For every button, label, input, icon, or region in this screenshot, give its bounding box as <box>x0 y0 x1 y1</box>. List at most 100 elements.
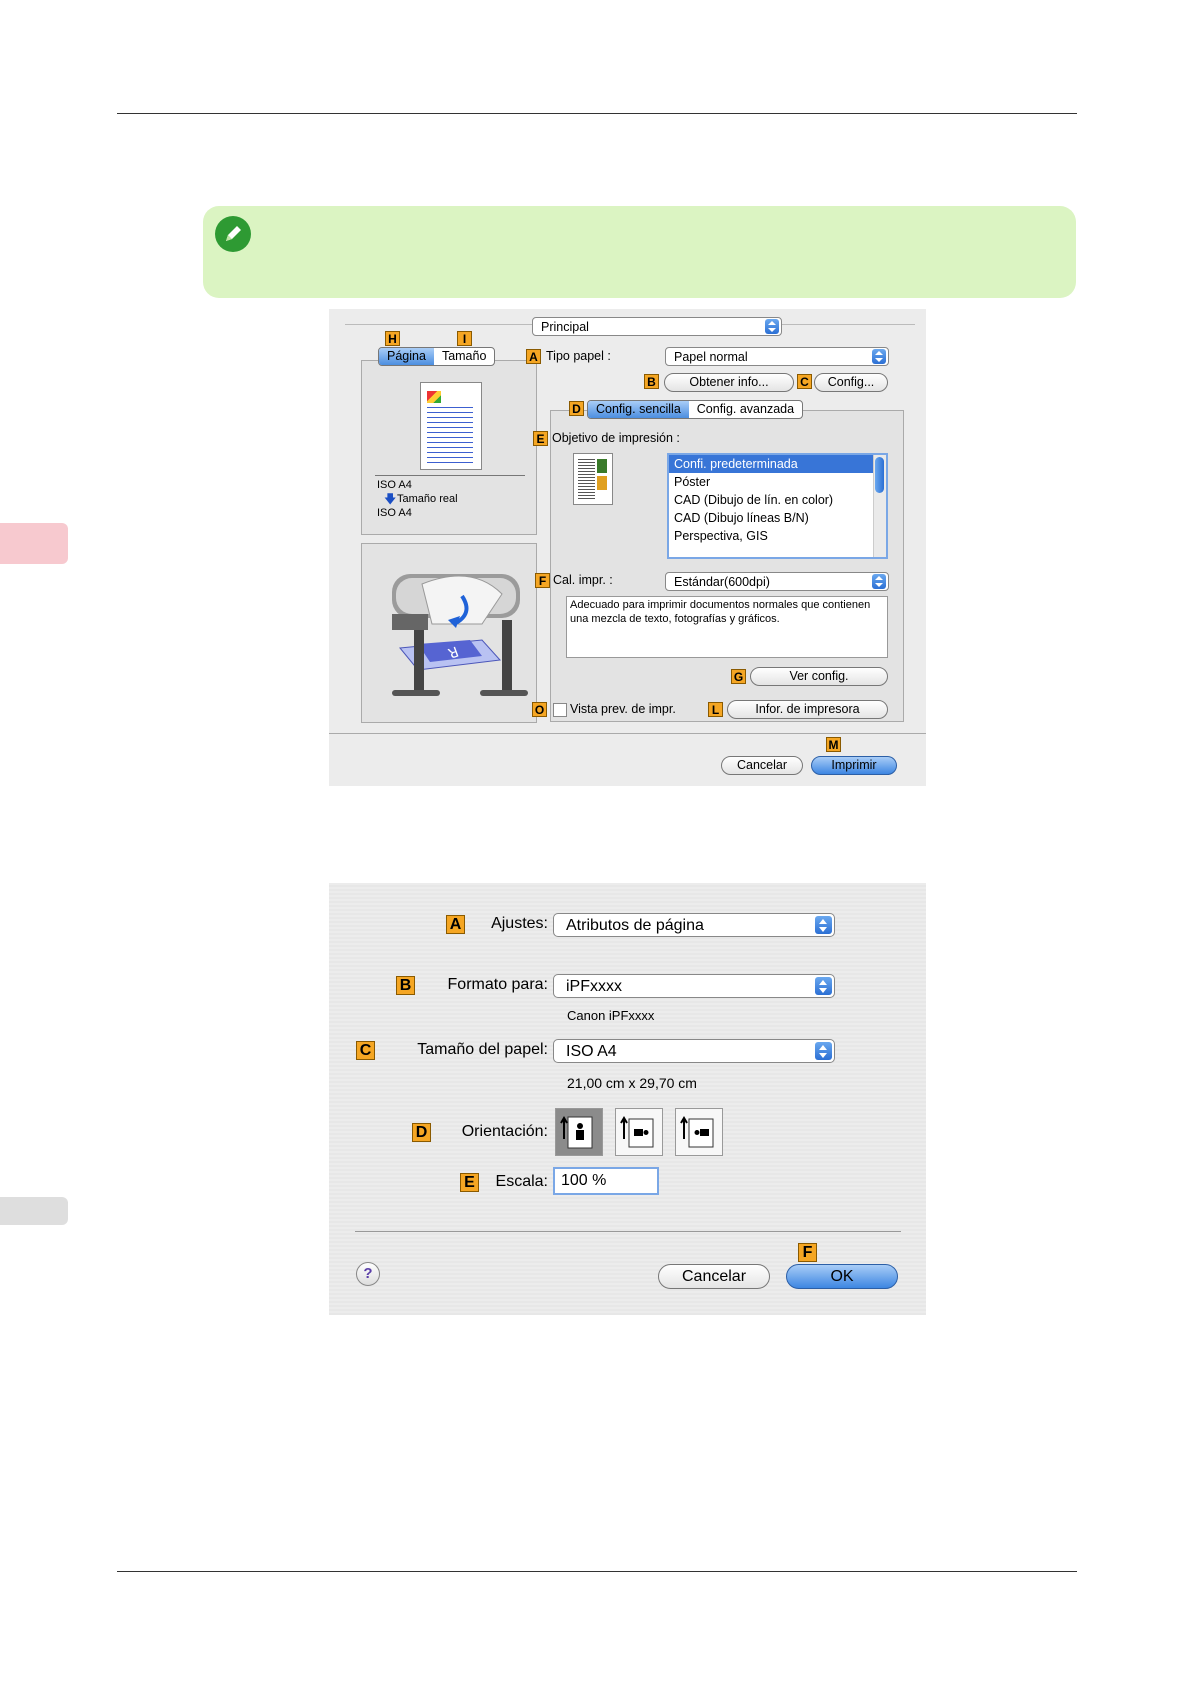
portrait-icon <box>560 1116 593 1149</box>
callout-tag-e: E <box>460 1173 479 1192</box>
callout-tag-c: C <box>356 1041 375 1060</box>
thumbnail-image <box>597 459 607 473</box>
print-target-thumbnail <box>573 453 613 505</box>
index-tab-marker <box>0 1197 68 1225</box>
callout-tag-b: B <box>396 976 415 995</box>
orientation-landscape-right-button[interactable] <box>675 1108 723 1156</box>
callout-tag-i: I <box>457 331 472 346</box>
thumbnail-image <box>427 391 441 403</box>
page-thumbnail <box>420 382 482 470</box>
paper-size-subtext: 21,00 cm x 29,70 cm <box>567 1075 697 1091</box>
description-box: Adecuado para imprimir documentos normal… <box>566 596 888 658</box>
orientation-portrait-button[interactable] <box>555 1108 603 1156</box>
preview-media-from: ISO A4 <box>377 479 412 491</box>
footer-rule <box>117 1571 1077 1572</box>
preview-arrow-icon: 🡇 <box>384 492 397 506</box>
preview-checkbox-label: Vista prev. de impr. <box>570 702 676 716</box>
quality-label: Cal. impr. : <box>553 573 613 587</box>
header-rule <box>117 113 1077 114</box>
paper-size-popup[interactable]: ISO A4 <box>553 1039 835 1063</box>
note-box <box>203 206 1076 298</box>
chapter-tab-marker <box>0 523 68 564</box>
scale-label: Escala: <box>495 1173 548 1190</box>
preview-checkbox[interactable] <box>553 703 567 717</box>
scale-input[interactable] <box>553 1167 659 1195</box>
popup-arrows-icon <box>872 349 886 364</box>
printer-illustration-icon: R <box>392 574 528 696</box>
callout-tag-e: E <box>533 431 548 446</box>
scrollbar-thumb[interactable] <box>875 457 884 493</box>
printer-illustration-panel: R <box>361 543 537 723</box>
thumbnail-text-lines <box>427 407 473 463</box>
printer-info-button[interactable]: Infor. de impresora <box>727 700 888 719</box>
panel-selector-value: Principal <box>541 320 589 334</box>
view-config-button[interactable]: Ver config. <box>750 667 888 686</box>
list-item[interactable]: CAD (Dibujo líneas B/N) <box>674 511 809 525</box>
list-scrollbar[interactable] <box>873 455 886 557</box>
landscape-right-icon <box>680 1116 714 1148</box>
orientation-landscape-left-button[interactable] <box>615 1108 663 1156</box>
callout-tag-d: D <box>412 1123 431 1142</box>
paper-type-popup[interactable]: Papel normal <box>665 347 889 366</box>
pencil-note-icon <box>215 216 251 252</box>
callout-tag-c: C <box>797 374 812 389</box>
cancel-button[interactable]: Cancelar <box>658 1264 770 1289</box>
quality-value: Estándar(600dpi) <box>674 575 770 589</box>
format-subtext: Canon iPFxxxx <box>567 1008 655 1023</box>
settings-value: Atributos de página <box>566 917 704 934</box>
list-item[interactable]: CAD (Dibujo de lín. en color) <box>674 493 834 507</box>
get-info-button[interactable]: Obtener info... <box>664 373 794 392</box>
callout-tag-f: F <box>798 1243 817 1262</box>
orientation-label: Orientación: <box>461 1123 548 1140</box>
tab-pagina[interactable]: Página <box>379 348 434 365</box>
preview-divider <box>375 475 525 476</box>
landscape-left-icon <box>620 1116 654 1148</box>
page-size-tabs: Página Tamaño <box>378 347 496 366</box>
print-dialog-principal: Principal H I Página Tamaño ISO A4 🡇 Tam… <box>329 309 926 786</box>
format-popup[interactable]: iPFxxxx <box>553 974 835 998</box>
callout-tag-b: B <box>644 374 659 389</box>
list-item[interactable]: Póster <box>674 475 711 489</box>
ok-button[interactable]: OK <box>786 1264 898 1289</box>
paper-size-label: Tamaño del papel: <box>417 1041 548 1058</box>
tab-config-sencilla[interactable]: Config. sencilla <box>588 401 689 418</box>
callout-tag-m: M <box>826 737 841 752</box>
popup-arrows-icon <box>815 916 832 934</box>
settings-mode-tabs: Config. sencilla Config. avanzada <box>587 400 804 419</box>
callout-tag-o: O <box>532 702 547 717</box>
footer-separator <box>355 1231 901 1232</box>
callout-tag-l: L <box>708 702 723 717</box>
paper-size-value: ISO A4 <box>566 1043 617 1060</box>
bottom-separator <box>329 733 926 734</box>
panel-selector-popup[interactable]: Principal <box>532 317 782 336</box>
format-value: iPFxxxx <box>566 978 622 995</box>
popup-arrows-icon <box>872 574 886 589</box>
paper-type-value: Papel normal <box>674 350 748 364</box>
preview-media-to: ISO A4 <box>377 507 412 519</box>
cancel-button[interactable]: Cancelar <box>721 756 803 775</box>
settings-label: Ajustes: <box>491 915 548 932</box>
quality-popup[interactable]: Estándar(600dpi) <box>665 572 889 591</box>
help-icon: ? <box>363 1265 373 1282</box>
list-item[interactable]: Perspectiva, GIS <box>674 529 768 543</box>
callout-tag-g: G <box>731 669 746 684</box>
print-button[interactable]: Imprimir <box>811 756 897 775</box>
popup-arrows-icon <box>815 977 832 995</box>
callout-tag-f: F <box>535 573 550 588</box>
settings-popup[interactable]: Atributos de página <box>553 913 835 937</box>
format-label: Formato para: <box>447 976 548 993</box>
callout-tag-d: D <box>569 401 584 416</box>
help-button[interactable]: ? <box>356 1262 380 1286</box>
description-text: Adecuado para imprimir documentos normal… <box>570 599 871 625</box>
preview-scale: Tamaño real <box>397 493 458 505</box>
print-target-list[interactable]: Confi. predeterminada Póster CAD (Dibujo… <box>667 453 888 559</box>
thumbnail-image <box>597 476 607 490</box>
popup-arrows-icon <box>765 319 779 334</box>
config-button[interactable]: Config... <box>814 373 888 392</box>
popup-arrows-icon <box>815 1042 832 1060</box>
tab-config-avanzada[interactable]: Config. avanzada <box>696 402 795 416</box>
list-item[interactable]: Confi. predeterminada <box>669 455 886 473</box>
page-setup-dialog: A Ajustes: Atributos de página B Formato… <box>329 883 926 1315</box>
tab-tamano[interactable]: Tamaño <box>441 349 487 363</box>
callout-tag-a: A <box>526 349 541 364</box>
